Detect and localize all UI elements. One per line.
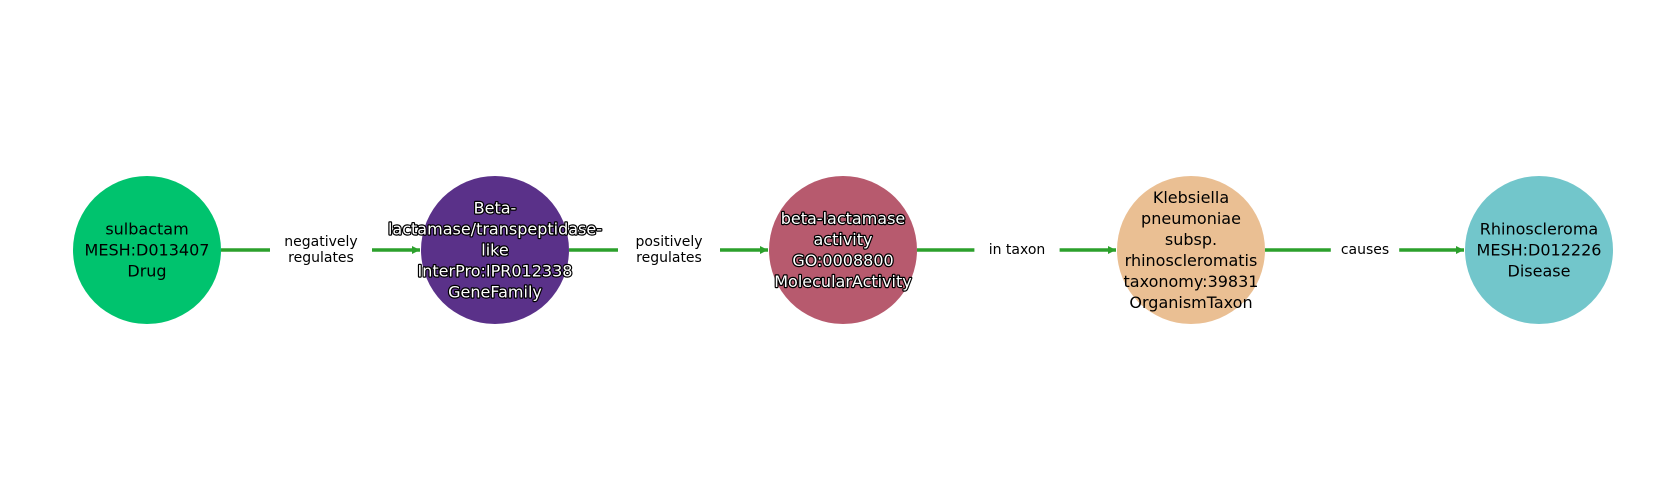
node-5-circle — [1465, 176, 1613, 324]
node-3-label-line: beta-lactamase — [781, 209, 906, 228]
node-2-label-line: GeneFamily — [448, 283, 542, 302]
node-3-circle — [769, 176, 917, 324]
node-1-label-line: Drug — [127, 262, 166, 281]
edge-1-label-line: negatively — [284, 234, 357, 250]
node-1-label-line: sulbactam — [105, 220, 188, 239]
node-4-label-line: subsp. — [1165, 230, 1217, 249]
node-4-label-line: pneumoniae — [1141, 209, 1241, 228]
node-2-circle — [421, 176, 569, 324]
edge-4-label-bg — [1330, 239, 1400, 261]
node-4-label-line: Klebsiella — [1153, 188, 1229, 207]
node-4-label-line: OrganismTaxon — [1129, 293, 1252, 312]
edge-3-label-line: in taxon — [989, 242, 1046, 258]
node-2-label-line: lactamase/transpeptidase- — [388, 220, 602, 239]
node-1-circle — [73, 176, 221, 324]
node-4-label-line: taxonomy:39831 — [1124, 272, 1259, 291]
edge-3-label-bg — [974, 239, 1060, 261]
edge-2-label-line: positively — [635, 234, 702, 250]
node-3-label-line: MolecularActivity — [774, 272, 911, 291]
node-2-label-line: Beta- — [474, 199, 517, 218]
node-3-label-line: GO:0008800 — [792, 251, 893, 270]
node-5-label-line: Disease — [1508, 262, 1571, 281]
edge-2-label-bg — [618, 231, 720, 269]
edge-2-label-line: regulates — [636, 250, 702, 266]
node-2-label-line: like — [481, 241, 508, 260]
edge-1-label-bg — [270, 231, 372, 269]
node-5-label-line: MESH:D012226 — [1477, 241, 1602, 260]
node-2-label-line: InterPro:IPR012338 — [418, 262, 573, 281]
node-5-label-line: Rhinoscleroma — [1480, 220, 1598, 239]
node-1-label-line: MESH:D013407 — [85, 241, 210, 260]
edge-4-label-line: causes — [1341, 242, 1389, 258]
node-4-label-line: rhinoscleromatis — [1125, 251, 1258, 270]
node-3-label-line: activity — [814, 230, 873, 249]
node-4-circle — [1117, 176, 1265, 324]
edge-1-label-line: regulates — [288, 250, 354, 266]
